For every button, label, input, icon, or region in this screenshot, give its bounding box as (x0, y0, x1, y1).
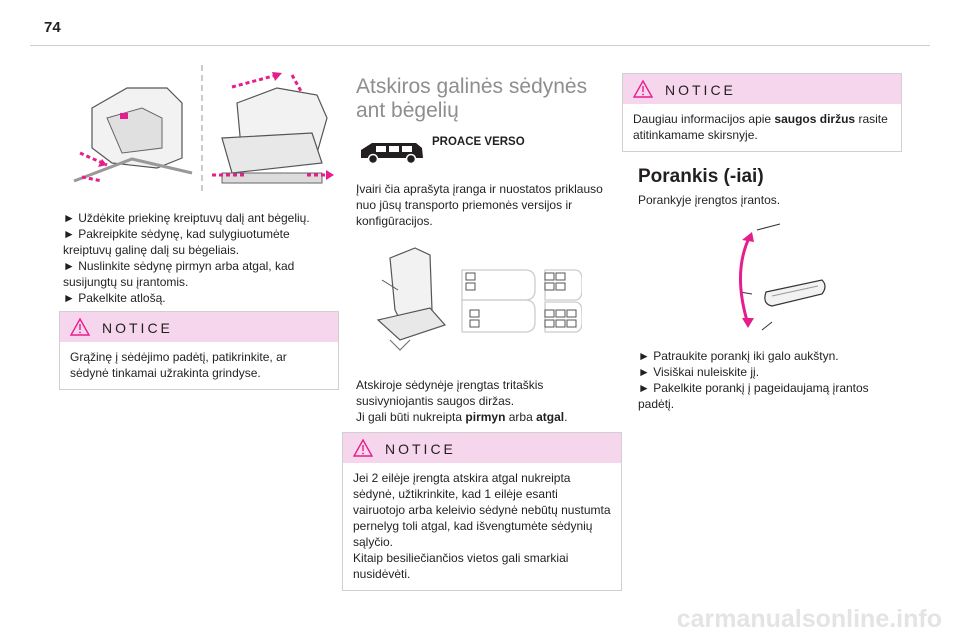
warning-triangle-icon (353, 439, 373, 457)
warning-triangle-icon (70, 318, 90, 336)
watermark: carmanualsonline.info (676, 605, 942, 633)
notice-title: NOTICE (665, 82, 736, 98)
individual-seat-illustration (376, 247, 582, 351)
step-text: ► Visiškai nuleiskite jį. (638, 365, 760, 379)
seat-rail-illustration (73, 65, 334, 191)
page-number: 74 (44, 19, 61, 36)
step-text: ► Nuslinkite sėdynę pirmyn arba atgal, k… (63, 259, 295, 289)
warning-triangle-icon (633, 80, 653, 98)
step-text: ► Pakelkite atlošą. (63, 291, 166, 305)
notice-box: NOTICE Grąžinę į sėdėjimo padėtį, patikr… (59, 311, 339, 390)
van-icon (361, 143, 423, 165)
section-heading: Atskiros galinės sėdynės (356, 75, 588, 98)
armrest-illustration (739, 223, 826, 331)
notice-header: NOTICE (623, 74, 901, 104)
belt-direction-text: Ji gali būti nukreipta pirmyn arba atgal… (356, 410, 568, 424)
step-text: ► Pakelkite porankį į pageidaujamą įrant… (638, 381, 869, 411)
section-heading: Porankis (-iai) (638, 166, 764, 187)
intro-text: Įvairi čia aprašyta įranga ir nuostatos … (356, 182, 603, 228)
notice-title: NOTICE (102, 320, 173, 336)
notice-box: NOTICE Jei 2 eilėje įrengta atskira atga… (342, 432, 622, 591)
notice-title: NOTICE (385, 441, 456, 457)
notice-header: NOTICE (343, 433, 621, 463)
step-text: ► Patraukite porankį iki galo aukštyn. (638, 349, 839, 363)
notice-text: Jei 2 eilėje įrengta atskira atgal nukre… (353, 471, 611, 581)
step-text: ► Pakreipkite sėdynę, kad sulygiuotumėte… (63, 227, 290, 257)
top-rule (30, 45, 930, 46)
notice-box: NOTICE Daugiau informacijos apie saugos … (622, 73, 902, 152)
model-label: PROACE VERSO (432, 136, 525, 148)
section-heading: ant bėgelių (356, 99, 459, 122)
notice-text: Grąžinę į sėdėjimo padėtį, patikrinkite,… (70, 350, 287, 380)
notice-header: NOTICE (60, 312, 338, 342)
step-text: ► Uždėkite priekinę kreiptuvų dalį ant b… (63, 211, 310, 225)
notice-text: Daugiau informacijos apie saugos diržus … (633, 112, 888, 142)
intro-text: Porankyje įrengtos įrantos. (638, 193, 781, 207)
belt-text: Atskiroje sėdynėje įrengtas tritaškis su… (356, 378, 544, 408)
